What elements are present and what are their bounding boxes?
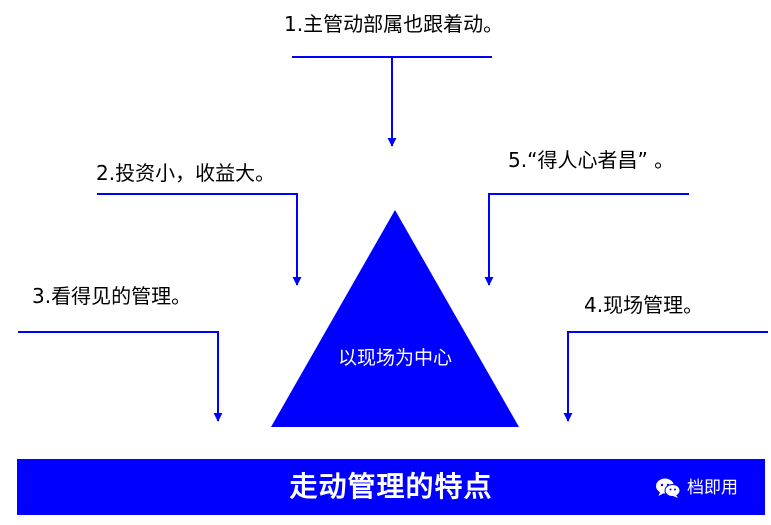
point-1-label: 1.主管动部属也跟着动。 [284, 12, 504, 36]
connector-5 [484, 193, 689, 286]
point-3-label: 3.看得见的管理。 [32, 284, 192, 308]
point-5-label: 5.“得人心者昌” 。 [508, 148, 675, 172]
watermark: 档即用 [655, 475, 738, 501]
connector-1 [292, 56, 492, 147]
watermark-text: 档即用 [687, 478, 738, 498]
title-banner: 走动管理的特点 档即用 [17, 459, 765, 515]
point-4-label: 4.现场管理。 [584, 293, 704, 317]
connector-2 [97, 193, 302, 286]
connector-4 [563, 331, 768, 422]
banner-title: 走动管理的特点 [289, 470, 493, 503]
center-label: 以现场为中心 [337, 347, 452, 369]
connector-3 [18, 331, 223, 422]
wechat-icon [656, 478, 681, 498]
point-2-label: 2.投资小，收益大。 [96, 161, 276, 185]
center-triangle [271, 210, 519, 427]
